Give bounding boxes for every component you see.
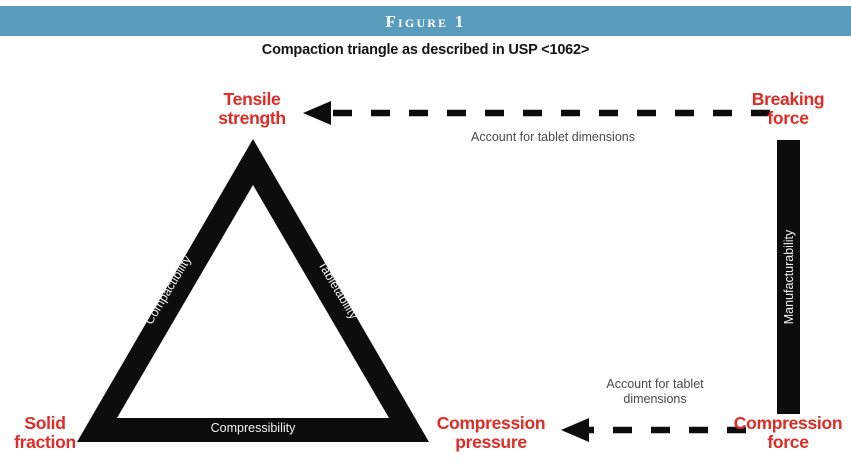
top-dashed-arrow <box>303 101 770 125</box>
edge-label-compressibility: Compressibility <box>210 421 296 435</box>
manufacturability-bar <box>777 140 800 414</box>
edge-label-manufacturability: Manufacturability <box>782 229 796 325</box>
annotation-bottom-account-for-tablet-dimensions: Account for tablet dimensions <box>606 377 704 406</box>
node-label-breaking-force: Breaking force <box>751 89 825 128</box>
node-label-compression-force: Compression force <box>733 413 843 452</box>
node-label-compression-pressure: Compression pressure <box>436 413 546 452</box>
node-label-solid-fraction: Solid fraction <box>14 413 76 452</box>
annotation-top-account-for-tablet-dimensions: Account for tablet dimensions <box>471 130 635 144</box>
figure-caption: Compaction triangle as described in USP … <box>261 42 590 58</box>
figure-number-label: Figure 1 <box>385 11 466 31</box>
node-label-tensile-strength: Tensile strength <box>218 89 286 128</box>
figure-number-band: Figure 1 <box>0 6 851 36</box>
bottom-dashed-arrow <box>561 418 746 442</box>
compaction-triangle-shape <box>77 139 429 442</box>
